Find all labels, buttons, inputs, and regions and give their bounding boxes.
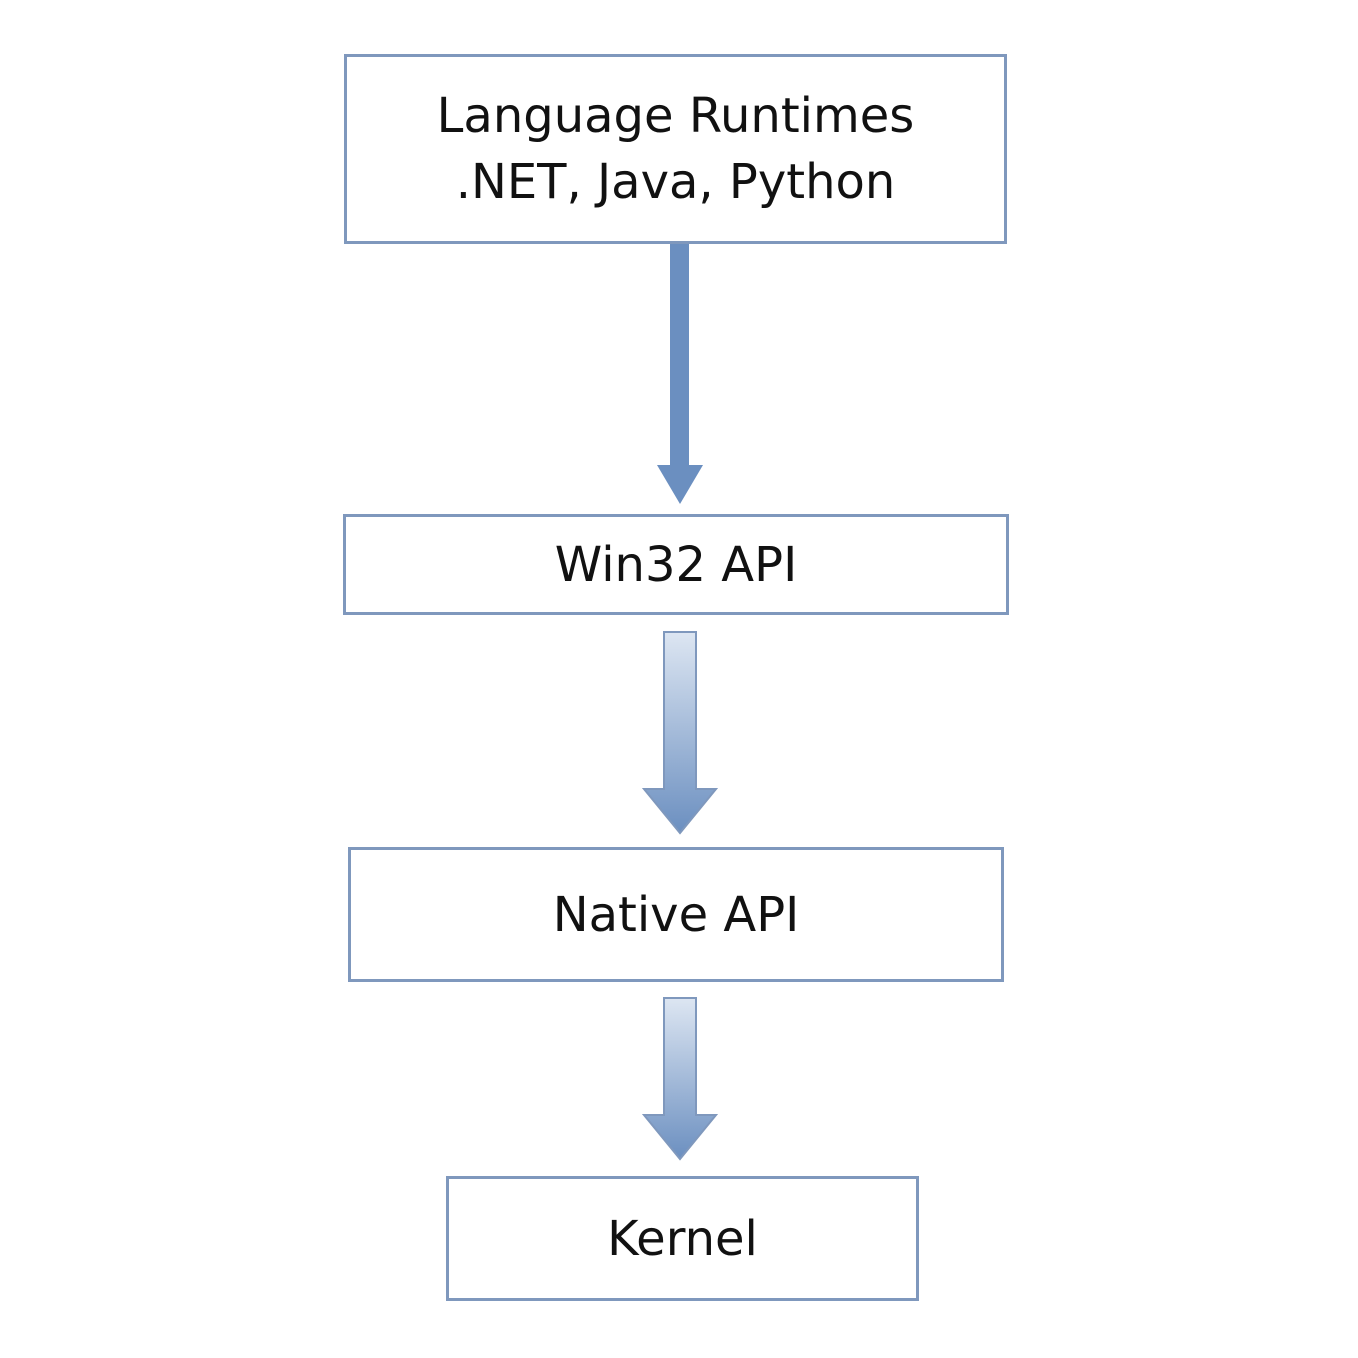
win32-api-box: Win32 API [343, 514, 1009, 615]
kernel-label: Kernel [607, 1210, 758, 1267]
language-runtimes-box: Language Runtimes .NET, Java, Python [344, 54, 1007, 244]
kernel-box: Kernel [446, 1176, 919, 1301]
arrow-runtimes-to-win32 [657, 244, 703, 504]
native-api-box: Native API [348, 847, 1004, 982]
win32-api-label: Win32 API [554, 536, 798, 593]
native-api-label: Native API [552, 886, 800, 943]
language-runtimes-title: Language Runtimes [436, 88, 915, 144]
arrow-native-to-kernel [641, 997, 719, 1161]
arrow-win32-to-native [641, 631, 719, 835]
language-runtimes-list: .NET, Java, Python [455, 154, 896, 210]
